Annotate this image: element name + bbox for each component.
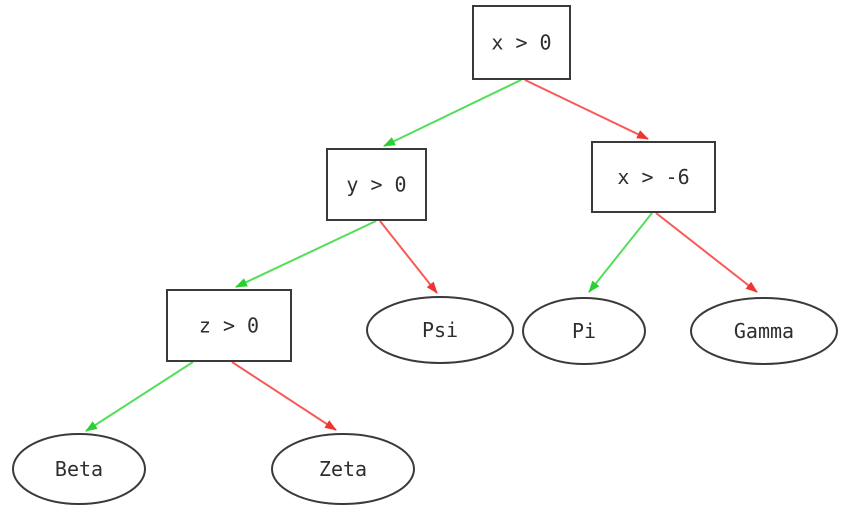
node-beta-ellipse	[12, 433, 146, 505]
node-beta-label: Beta	[55, 457, 103, 481]
node-y-gt-0: y > 0	[326, 148, 427, 221]
edge-z-gt-0--zeta-false	[231, 361, 337, 431]
node-gamma-label: Gamma	[734, 319, 794, 343]
node-pi-ellipse	[522, 297, 646, 365]
node-z-gt-0-label: z > 0	[199, 314, 259, 338]
node-pi-label: Pi	[572, 319, 596, 343]
edge-x-gt-0--x-gt-neg6-false	[524, 79, 649, 140]
node-pi: Pi	[522, 297, 646, 365]
node-psi: Psi	[366, 296, 514, 364]
edge-y-gt-0--psi-false	[379, 220, 438, 294]
node-psi-label: Psi	[422, 318, 458, 342]
node-x-gt-0-box	[472, 5, 571, 80]
node-gamma-ellipse	[690, 297, 838, 365]
node-zeta-ellipse	[271, 433, 415, 505]
edge-x-gt-neg6--pi-true	[588, 212, 653, 293]
edge-z-gt-0--beta-true	[85, 361, 194, 432]
node-x-gt-neg6-label: x > -6	[617, 165, 689, 189]
node-x-gt-0: x > 0	[472, 5, 571, 80]
node-z-gt-0: z > 0	[166, 289, 292, 362]
node-beta: Beta	[12, 433, 146, 505]
node-gamma: Gamma	[690, 297, 838, 365]
node-x-gt-neg6: x > -6	[591, 141, 716, 213]
edge-x-gt-0--y-gt-0-true	[383, 79, 522, 147]
node-y-gt-0-label: y > 0	[346, 173, 406, 197]
node-x-gt-0-label: x > 0	[491, 31, 551, 55]
node-y-gt-0-box	[326, 148, 427, 221]
edge-y-gt-0--z-gt-0-true	[235, 220, 377, 288]
node-psi-ellipse	[366, 296, 514, 364]
edge-x-gt-neg6--gamma-false	[655, 212, 758, 293]
node-zeta-label: Zeta	[319, 457, 367, 481]
node-x-gt-neg6-box	[591, 141, 716, 213]
node-zeta: Zeta	[271, 433, 415, 505]
node-z-gt-0-box	[166, 289, 292, 362]
